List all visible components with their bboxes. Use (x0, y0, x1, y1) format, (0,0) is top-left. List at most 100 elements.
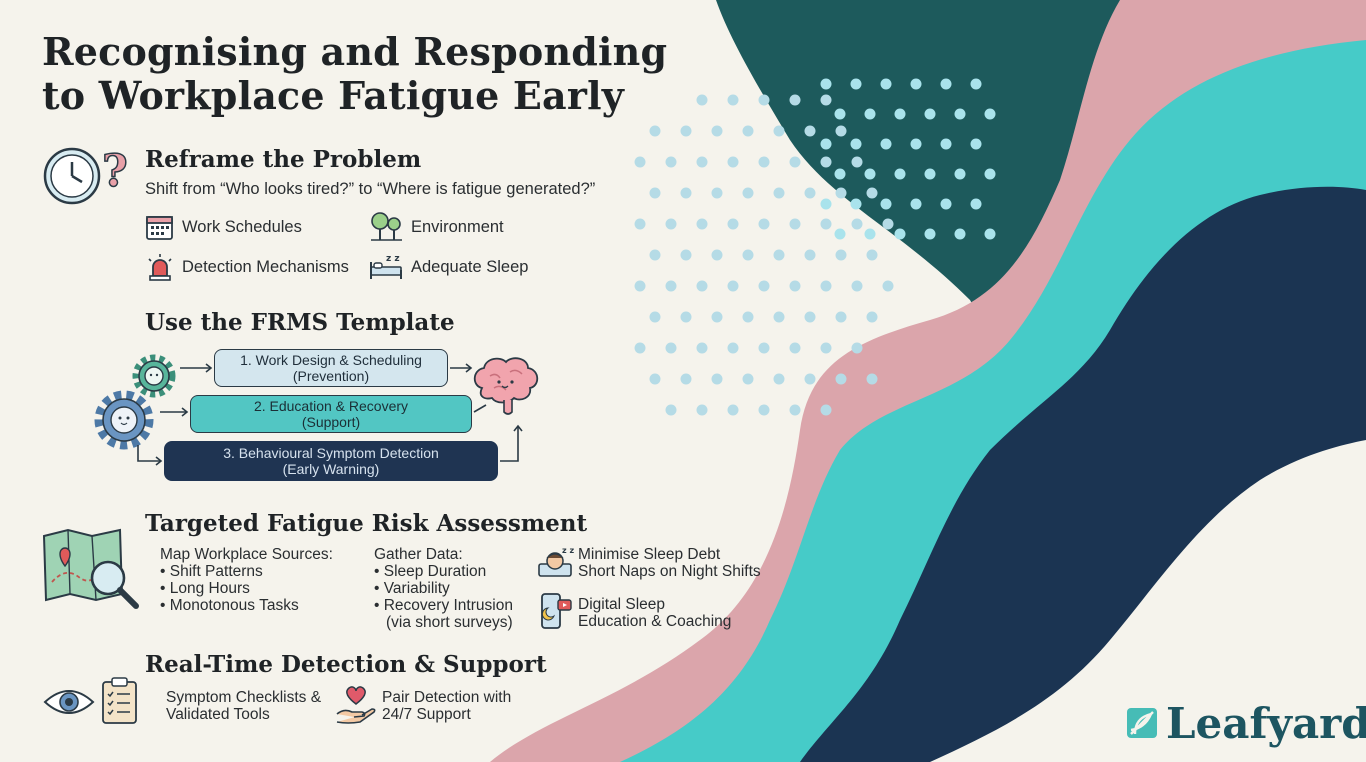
reframe-subtitle: Shift from “Who looks tired?” to “Where … (145, 180, 596, 198)
pattern-dot (910, 138, 922, 150)
dark-green-wave (716, 0, 1366, 319)
pattern-dot (910, 78, 922, 90)
pattern-dot (727, 218, 739, 230)
gather-data: Gather Data: • Sleep Duration • Variabil… (374, 546, 513, 631)
sleeping-person-icon: z z (538, 546, 574, 577)
pattern-dot (634, 218, 646, 230)
frms-step-3: 3. Behavioural Symptom Detection (Early … (164, 441, 498, 481)
pattern-dot (851, 218, 863, 230)
pattern-dot (649, 311, 661, 323)
heart-hand-icon (336, 686, 376, 724)
pattern-dot (924, 168, 936, 180)
pattern-dot (649, 249, 661, 261)
pattern-dot (820, 280, 832, 292)
pattern-dot (696, 218, 708, 230)
frms-step-1-label: 1. Work Design & Scheduling (240, 352, 422, 368)
pattern-dot (758, 218, 770, 230)
sleep-debt-line1: Minimise Sleep Debt (578, 546, 721, 563)
gather-item-recovery-intrusion: • Recovery Intrusion (374, 597, 513, 614)
pattern-dot (820, 198, 832, 210)
pattern-dot (680, 187, 692, 199)
sleep-debt-text: Minimise Sleep Debt Short Naps on Night … (578, 546, 761, 580)
pattern-dot (940, 198, 952, 210)
clipboard-checklist-icon (102, 677, 137, 724)
pattern-dot (864, 228, 876, 240)
pattern-dot (804, 373, 816, 385)
pattern-dot (665, 156, 677, 168)
pattern-dot (940, 138, 952, 150)
pattern-dot (634, 342, 646, 354)
pattern-dot (835, 125, 847, 137)
pattern-dot (773, 249, 785, 261)
pattern-dot (742, 311, 754, 323)
pattern-dot (882, 280, 894, 292)
pattern-dot (804, 187, 816, 199)
pattern-dot (789, 404, 801, 416)
pattern-dot (696, 280, 708, 292)
pattern-dot (649, 187, 661, 199)
pattern-dot (742, 187, 754, 199)
pattern-dot (804, 311, 816, 323)
eye-icon (43, 690, 95, 714)
pattern-dot (894, 168, 906, 180)
svg-text:z z: z z (386, 254, 400, 264)
pattern-dot (820, 342, 832, 354)
pattern-dot (773, 311, 785, 323)
pattern-dot (882, 218, 894, 230)
pattern-dot (727, 404, 739, 416)
checklist-line1: Symptom Checklists & (166, 689, 322, 706)
pattern-dot (820, 78, 832, 90)
item-environment: Environment (411, 218, 504, 236)
flow-arrows (137, 363, 523, 466)
logo-text: Leafyard (1166, 699, 1366, 748)
assessment-heading: Targeted Fatigue Risk Assessment (145, 510, 588, 537)
pattern-dot (696, 404, 708, 416)
pattern-dot (680, 249, 692, 261)
pattern-dot (727, 156, 739, 168)
pattern-dot (773, 373, 785, 385)
pattern-dot (820, 404, 832, 416)
cream-corner (930, 440, 1366, 762)
pattern-dot (758, 280, 770, 292)
gather-item-sleep-duration: • Sleep Duration (374, 563, 487, 580)
pattern-dot (804, 249, 816, 261)
frms-heading: Use the FRMS Template (145, 309, 455, 336)
pattern-dot (789, 156, 801, 168)
pattern-dot (696, 156, 708, 168)
pattern-dot (851, 280, 863, 292)
checklist-line2: Validated Tools (166, 706, 270, 723)
pattern-dot (634, 156, 646, 168)
gather-item-surveys: (via short surveys) (386, 614, 513, 631)
pattern-dot (984, 228, 996, 240)
pattern-dot (880, 138, 892, 150)
pattern-dot (864, 108, 876, 120)
pattern-dot (773, 125, 785, 137)
pattern-dot (789, 280, 801, 292)
item-work-schedules: Work Schedules (182, 218, 302, 236)
frms-step-3-sub: (Early Warning) (282, 461, 380, 477)
bed-sleep-icon: z z (370, 254, 402, 279)
frms-step-2-label: 2. Education & Recovery (253, 398, 409, 414)
pattern-dot (835, 311, 847, 323)
pattern-dot (742, 125, 754, 137)
map-sources-title: Map Workplace Sources: (160, 546, 333, 563)
pattern-dot (789, 342, 801, 354)
pattern-dot (880, 78, 892, 90)
pattern-dot (727, 342, 739, 354)
pattern-dot (940, 78, 952, 90)
title-line-2: to Workplace Fatigue Early (42, 73, 625, 118)
pattern-dot (665, 218, 677, 230)
map-item-monotonous-tasks: • Monotonous Tasks (160, 597, 299, 614)
pattern-dot (850, 78, 862, 90)
pattern-dot (742, 373, 754, 385)
sleep-debt-line2: Short Naps on Night Shifts (578, 563, 761, 580)
pattern-dot (970, 138, 982, 150)
map-magnifier-icon (42, 528, 139, 609)
pattern-dot (850, 138, 862, 150)
pattern-dot (954, 168, 966, 180)
phone-icon (541, 593, 572, 629)
pattern-dot (820, 94, 832, 106)
pattern-dot (834, 108, 846, 120)
item-detection-mechanisms: Detection Mechanisms (182, 258, 349, 276)
